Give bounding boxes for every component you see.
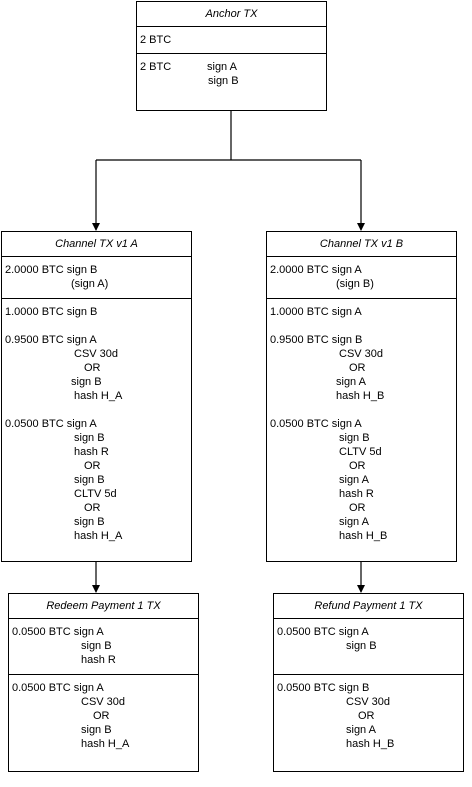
channel-b-line: CLTV 5d	[339, 446, 382, 458]
channel-b-line: sign A	[339, 474, 369, 486]
refund-payment-box[interactable]: Refund Payment 1 TX 0.0500 BTC sign A si…	[273, 593, 464, 772]
channel-b-line: hash R	[339, 488, 374, 500]
channel-a-outputs: 1.0000 BTC sign B 0.9500 BTC sign A CSV …	[2, 299, 191, 561]
redeem-output-2: 0.0500 BTC sign A CSV 30d OR sign B hash…	[9, 675, 198, 771]
channel-b-line: hash H_B	[339, 530, 388, 542]
anchor-tx-title: Anchor TX	[137, 2, 326, 27]
channel-a-output-1: 2.0000 BTC sign B (sign A)	[2, 257, 191, 299]
anchor-tx-box[interactable]: Anchor TX 2 BTC 2 BTC sign A sign B	[136, 1, 327, 111]
channel-a-line: hash H_A	[74, 530, 123, 542]
channel-b-line: sign A	[339, 516, 369, 528]
redeem-line: CSV 30d	[81, 696, 126, 708]
channel-b-outputs: 1.0000 BTC sign A 0.9500 BTC sign B CSV …	[267, 299, 456, 561]
redeem-line: hash R	[81, 654, 116, 666]
refund-line: hash H_B	[346, 738, 395, 750]
redeem-line: OR	[93, 710, 110, 722]
anchor-output-1-amount: 2 BTC	[140, 34, 172, 46]
channel-a-line: sign B	[74, 432, 105, 444]
channel-tx-a-title: Channel TX v1 A	[2, 232, 191, 257]
channel-b-line: (sign B)	[336, 278, 374, 290]
channel-tx-b-title: Channel TX v1 B	[267, 232, 456, 257]
channel-b-line: OR	[349, 460, 366, 472]
channel-a-line: 0.9500 BTC sign A	[5, 334, 97, 346]
channel-a-line: OR	[84, 362, 101, 374]
channel-b-line: OR	[349, 502, 366, 514]
channel-tx-a-box[interactable]: Channel TX v1 A 2.0000 BTC sign B (sign …	[1, 231, 192, 562]
refund-line: OR	[358, 710, 375, 722]
channel-a-line: 1.0000 BTC sign B	[5, 306, 98, 318]
channel-tx-b-box[interactable]: Channel TX v1 B 2.0000 BTC sign A (sign …	[266, 231, 457, 562]
refund-output-1: 0.0500 BTC sign A sign B	[274, 619, 463, 675]
refund-line: sign B	[346, 640, 377, 652]
anchor-to-channels-connector	[96, 111, 361, 161]
channel-a-line: OR	[84, 460, 101, 472]
channel-a-line: CLTV 5d	[74, 488, 117, 500]
anchor-output-1: 2 BTC	[137, 27, 326, 54]
channel-a-line: sign B	[71, 376, 102, 388]
refund-line: 0.0500 BTC sign B	[277, 682, 370, 694]
refund-output-2: 0.0500 BTC sign B CSV 30d OR sign A hash…	[274, 675, 463, 771]
channel-b-output-1: 2.0000 BTC sign A (sign B)	[267, 257, 456, 299]
channel-a-line: sign B	[74, 516, 105, 528]
channel-b-line: 2.0000 BTC sign A	[270, 264, 362, 276]
channel-a-line: 2.0000 BTC sign B	[5, 264, 98, 276]
channel-a-line: sign B	[74, 474, 105, 486]
redeem-line: 0.0500 BTC sign A	[12, 626, 104, 638]
redeem-output-1: 0.0500 BTC sign A sign B hash R	[9, 619, 198, 675]
anchor-output-2-sig1: sign A	[207, 61, 237, 73]
channel-a-line: CSV 30d	[74, 348, 119, 360]
redeem-line: 0.0500 BTC sign A	[12, 682, 104, 694]
anchor-output-2-amount: 2 BTC	[140, 61, 172, 73]
redeem-line: sign B	[81, 724, 112, 736]
channel-b-line: sign A	[336, 376, 366, 388]
channel-b-line: OR	[349, 362, 366, 374]
redeem-payment-box[interactable]: Redeem Payment 1 TX 0.0500 BTC sign A si…	[8, 593, 199, 772]
channel-b-line: CSV 30d	[339, 348, 384, 360]
anchor-output-2: 2 BTC sign A sign B	[137, 54, 326, 110]
channel-a-line: hash R	[74, 446, 109, 458]
channel-a-line: 0.0500 BTC sign A	[5, 418, 97, 430]
channel-a-line: (sign A)	[71, 278, 109, 290]
channel-b-line: 1.0000 BTC sign A	[270, 306, 362, 318]
channel-a-line: hash H_A	[74, 390, 123, 402]
refund-line: 0.0500 BTC sign A	[277, 626, 369, 638]
channel-b-line: sign B	[339, 432, 370, 444]
channel-b-line: 0.0500 BTC sign A	[270, 418, 362, 430]
channel-a-line: OR	[84, 502, 101, 514]
redeem-line: hash H_A	[81, 738, 130, 750]
anchor-output-2-sig2: sign B	[208, 75, 239, 87]
refund-payment-title: Refund Payment 1 TX	[274, 594, 463, 619]
refund-line: CSV 30d	[346, 696, 391, 708]
channel-b-line: hash H_B	[336, 390, 385, 402]
channel-b-line: 0.9500 BTC sign B	[270, 334, 363, 346]
redeem-line: sign B	[81, 640, 112, 652]
redeem-payment-title: Redeem Payment 1 TX	[9, 594, 198, 619]
refund-line: sign A	[346, 724, 376, 736]
